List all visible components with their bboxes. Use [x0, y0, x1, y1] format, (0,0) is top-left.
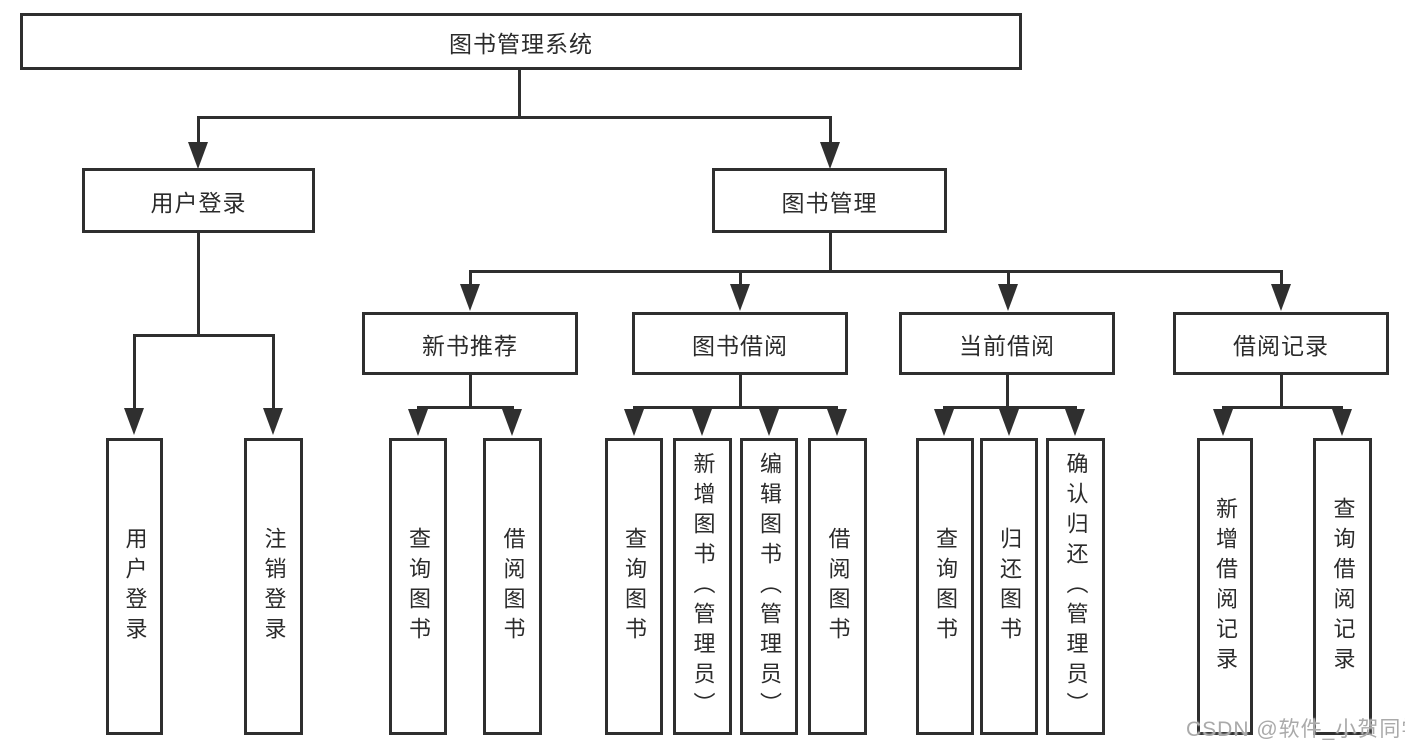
- leaf-label: 查询图书: [622, 526, 647, 647]
- node-library-management-system: 图书管理系统: [20, 13, 1022, 70]
- connector-line: [1280, 375, 1283, 408]
- arrow-down-icon: [124, 408, 144, 435]
- arrow-down-icon: [188, 142, 208, 169]
- arrow-down-icon: [460, 284, 480, 311]
- leaf-borrow-books-borrowing: 借阅图书: [808, 438, 867, 735]
- leaf-return-books: 归还图书: [980, 438, 1038, 735]
- leaf-label: 借阅图书: [825, 526, 851, 647]
- arrow-down-icon: [1213, 409, 1233, 436]
- connector-line: [197, 233, 200, 337]
- leaf-query-books-recommendation: 查询图书: [389, 438, 447, 735]
- arrow-down-icon: [502, 409, 522, 436]
- node-label: 当前借阅: [959, 332, 1055, 359]
- arrow-down-icon: [1271, 284, 1291, 311]
- leaf-label: 归还图书: [997, 526, 1022, 647]
- arrow-down-icon: [692, 409, 712, 436]
- connector-line: [633, 406, 838, 409]
- connector-line: [469, 270, 1283, 273]
- node-label: 图书借阅: [692, 332, 788, 359]
- leaf-query-books-borrowing: 查询图书: [605, 438, 663, 735]
- arrow-down-icon: [730, 284, 750, 311]
- leaf-label: 确认归还（管理员）: [1063, 451, 1089, 722]
- arrow-down-icon: [1332, 409, 1352, 436]
- connector-line: [518, 68, 521, 119]
- connector-line: [197, 116, 832, 119]
- connector-line: [272, 334, 275, 411]
- connector-line: [469, 375, 472, 408]
- connector-line: [739, 270, 742, 286]
- leaf-borrow-books-recommendation: 借阅图书: [483, 438, 542, 735]
- arrow-down-icon: [999, 409, 1019, 436]
- leaf-label: 新增借阅记录: [1213, 496, 1238, 677]
- connector-line: [1006, 375, 1009, 408]
- connector-line: [1007, 270, 1010, 286]
- leaf-logout: 注销登录: [244, 438, 303, 735]
- arrow-down-icon: [263, 408, 283, 435]
- arrow-down-icon: [1065, 409, 1085, 436]
- connector-line: [133, 334, 136, 411]
- node-label: 借阅记录: [1233, 332, 1329, 359]
- leaf-user-login: 用户登录: [106, 438, 163, 735]
- leaf-edit-book-admin: 编辑图书（管理员）: [740, 438, 798, 735]
- leaf-label: 注销登录: [261, 526, 287, 647]
- leaf-label: 用户登录: [122, 526, 148, 647]
- node-book-borrowing: 图书借阅: [632, 312, 848, 375]
- node-label: 用户登录: [150, 189, 247, 216]
- leaf-query-books-current: 查询图书: [916, 438, 974, 735]
- leaf-label: 借阅图书: [500, 526, 526, 647]
- arrow-down-icon: [408, 409, 428, 436]
- connector-line: [1222, 406, 1343, 409]
- leaf-label: 编辑图书（管理员）: [757, 451, 782, 722]
- connector-line: [739, 375, 742, 408]
- leaf-query-borrow-record: 查询借阅记录: [1313, 438, 1372, 735]
- arrow-down-icon: [820, 142, 840, 169]
- node-borrowing-records: 借阅记录: [1173, 312, 1389, 375]
- arrow-down-icon: [827, 409, 847, 436]
- arrow-down-icon: [759, 409, 779, 436]
- connector-line: [417, 406, 514, 409]
- leaf-confirm-return-admin: 确认归还（管理员）: [1046, 438, 1105, 735]
- node-label: 图书管理系统: [449, 30, 593, 57]
- connector-line: [943, 406, 1077, 409]
- leaf-label: 查询图书: [933, 526, 958, 647]
- leaf-label: 新增图书（管理员）: [690, 451, 716, 722]
- node-label: 新书推荐: [422, 332, 518, 359]
- watermark-text: CSDN @软件_小贺同学: [1186, 718, 1405, 741]
- node-label: 图书管理: [781, 189, 878, 216]
- node-user-login: 用户登录: [82, 168, 315, 233]
- connector-line: [197, 116, 200, 147]
- node-new-book-recommendation: 新书推荐: [362, 312, 578, 375]
- connector-line: [133, 334, 275, 337]
- leaf-add-borrow-record: 新增借阅记录: [1197, 438, 1253, 735]
- leaf-label: 查询图书: [406, 526, 431, 647]
- node-current-borrowing: 当前借阅: [899, 312, 1115, 375]
- arrow-down-icon: [998, 284, 1018, 311]
- connector-line: [469, 270, 472, 286]
- connector-line: [1280, 270, 1283, 286]
- connector-line: [829, 116, 832, 147]
- node-book-management: 图书管理: [712, 168, 947, 233]
- arrow-down-icon: [624, 409, 644, 436]
- connector-line: [829, 233, 832, 273]
- leaf-add-book-admin: 新增图书（管理员）: [673, 438, 732, 735]
- arrow-down-icon: [934, 409, 954, 436]
- leaf-label: 查询借阅记录: [1330, 496, 1356, 677]
